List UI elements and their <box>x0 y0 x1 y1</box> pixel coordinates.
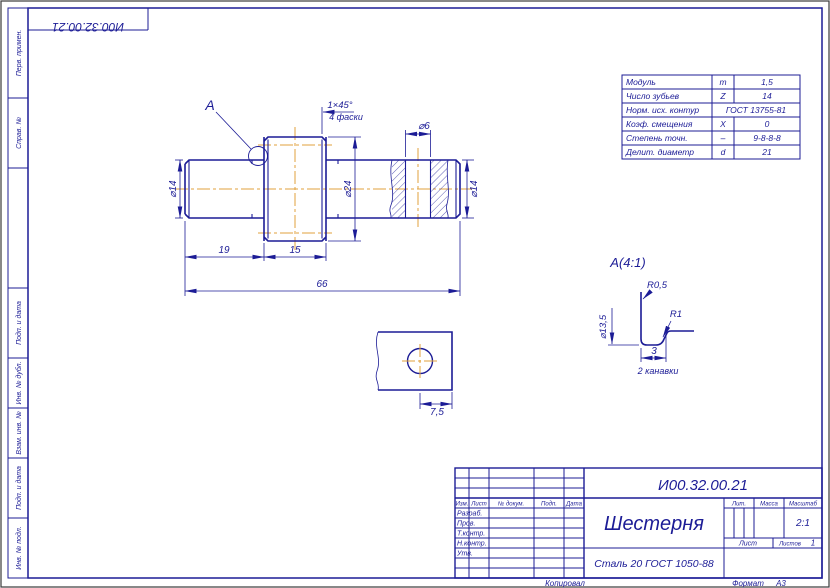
tb-mass-label: Масса <box>760 502 778 508</box>
detail-callout-letter: А <box>204 97 214 113</box>
dim-groove-width: 3 <box>651 346 657 357</box>
title-block: Изм. Лист № докум. Подп. Дата Разраб. Пр… <box>454 467 823 588</box>
param-label: Норм. исх. контур <box>626 105 699 115</box>
param-value: ГОСТ 13755-81 <box>726 105 787 115</box>
groove-note: 2 канавки <box>637 366 679 376</box>
param-symbol: Z <box>719 91 726 101</box>
param-label: Коэф. смещения <box>626 119 693 129</box>
dim-dia6: ⌀6 <box>418 121 430 132</box>
groove-width-dimension <box>640 336 667 362</box>
tb-role-utv: Утв. <box>456 551 473 558</box>
corner-stamp-number: И00.32.00.21 <box>52 20 124 34</box>
bottom-view-dimension <box>419 392 453 409</box>
dim-r1: R1 <box>670 309 682 320</box>
param-value: 1,5 <box>761 77 773 87</box>
tb-col-doc: № докум. <box>498 501 524 508</box>
groove-dia-dimension <box>608 308 639 346</box>
margin-label-inv-dubl: Инв. № дубл. <box>15 361 23 404</box>
tb-role-razrab: Разраб. <box>457 510 482 518</box>
params-table: Модуль m 1,5 Число зубьев Z 14 Норм. исх… <box>621 74 801 160</box>
params-table-grid <box>621 74 801 160</box>
tb-col-podp: Подп. <box>541 502 557 508</box>
dim-groove-dia: ⌀13,5 <box>598 314 609 339</box>
section-hatch <box>389 159 449 219</box>
detail-title: А(4:1) <box>609 255 645 270</box>
title-block-grid <box>454 467 823 579</box>
dim-r05: R0,5 <box>647 280 668 291</box>
tb-lit-label: Лит. <box>731 502 746 508</box>
tb-material: Сталь 20 ГОСТ 1050-88 <box>594 558 714 570</box>
tb-col-data: Дата <box>565 502 582 508</box>
param-label: Делит. диаметр <box>625 147 694 157</box>
callout-circle <box>248 146 268 166</box>
bottom-view: 7,5 <box>375 331 453 418</box>
param-value: 0 <box>765 119 770 129</box>
centerlines <box>175 127 472 251</box>
dim-len75: 7,5 <box>430 407 444 418</box>
margin-column: Перв. примен. Справ. № Подп. и дата Инв.… <box>15 30 23 570</box>
param-value: 14 <box>762 91 772 101</box>
param-symbol: X <box>719 119 726 129</box>
detail-view: А(4:1) R0,5 R1 3 ⌀13,5 2 канавки <box>598 255 694 376</box>
main-view: ⌀14 ⌀24 ⌀14 ⌀6 1×45° 4 фаски А 19 15 66 <box>168 97 480 296</box>
tb-scale-label: Масштаб <box>789 502 818 508</box>
dim-len66: 66 <box>316 279 328 290</box>
margin-label-sprav-no: Справ. № <box>16 117 23 149</box>
dim-dia24: ⌀24 <box>343 180 354 198</box>
tb-kopiroval: Копировал <box>545 579 585 588</box>
param-value: 9-8-8-8 <box>753 133 781 143</box>
tb-sheet-label: Лист <box>738 541 757 548</box>
tb-format-label: Формат <box>732 579 764 588</box>
groove-profile <box>640 292 694 346</box>
tb-role-nkontr: Н.контр. <box>457 541 487 548</box>
param-label: Число зубьев <box>626 91 680 101</box>
dim-chamfer-note: 4 фаски <box>329 112 363 122</box>
param-label: Степень точн. <box>626 133 688 143</box>
param-label: Модуль <box>626 77 656 87</box>
bottom-view-centerlines <box>402 344 438 378</box>
bottom-view-outline <box>375 331 453 391</box>
tb-col-izm: Изм. <box>456 502 469 508</box>
tb-format-value: А3 <box>775 579 786 588</box>
tb-part-name: Шестерня <box>604 513 704 535</box>
tb-sheets-value: 1 <box>811 539 815 548</box>
tb-scale-value: 2:1 <box>795 518 810 529</box>
param-symbol: d <box>721 147 726 157</box>
shaft-outline <box>184 136 461 242</box>
main-dimensions: ⌀14 ⌀24 ⌀14 ⌀6 1×45° 4 фаски А 19 15 66 <box>168 97 480 296</box>
tb-role-prov: Пров. <box>457 521 476 528</box>
tb-col-list: Лист <box>470 502 486 508</box>
dim-dia14-left: ⌀14 <box>168 180 179 198</box>
dim-len19: 19 <box>218 245 230 256</box>
margin-label-perv-primen: Перв. примен. <box>16 30 23 77</box>
margin-label-inv-podl: Инв. № подл. <box>15 526 23 569</box>
dim-dia14-right: ⌀14 <box>469 180 480 198</box>
corner-stamp: И00.32.00.21 <box>28 8 149 34</box>
margin-cell-dividers <box>8 97 28 519</box>
tb-role-tkontr: Т.контр. <box>457 531 485 538</box>
tb-designation: И00.32.00.21 <box>658 477 748 494</box>
margin-label-podp-data-2: Подп. и дата <box>15 466 23 510</box>
tb-sheets-label: Листов <box>778 542 801 548</box>
margin-label-podp-data-1: Подп. и дата <box>15 301 23 345</box>
param-symbol: m <box>719 77 726 87</box>
param-symbol: – <box>720 133 726 143</box>
param-value: 21 <box>761 147 772 157</box>
dim-chamfer: 1×45° <box>327 100 352 111</box>
margin-label-vzam-inv: Взам. инв. № <box>16 411 23 455</box>
dim-len15: 15 <box>289 245 301 256</box>
